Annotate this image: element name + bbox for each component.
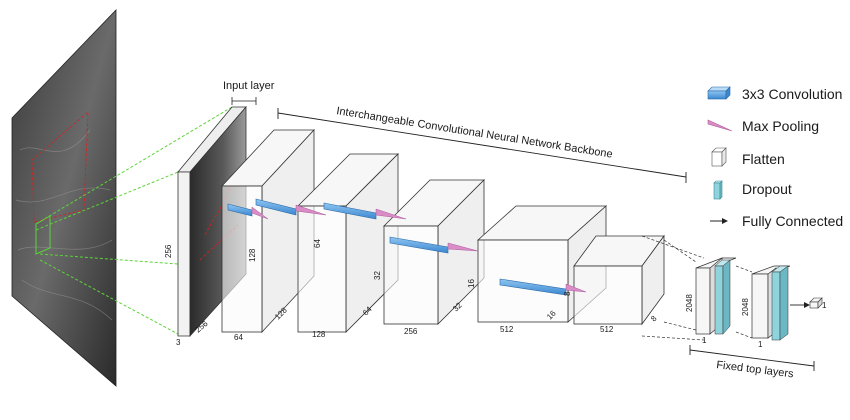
dropout-slab: [771, 271, 781, 341]
conv-block-5: [573, 234, 665, 326]
output-node: [809, 297, 823, 309]
block-front-face: [477, 239, 569, 323]
block-4-height: 16: [467, 279, 476, 288]
block-front-face: [297, 205, 347, 333]
convolution-icon: [707, 86, 731, 100]
dense-2-units: 2048: [741, 298, 750, 316]
dropout-slab: [714, 265, 724, 335]
flatten-icon: [711, 147, 727, 167]
input-layer-label: Input layer: [223, 80, 275, 92]
legend: 3x3 Convolution Max Pooling Flatten Drop…: [707, 86, 843, 229]
dense-1-bottom: 1: [702, 336, 707, 345]
fixed-top-bracket: [689, 345, 815, 371]
conv-block-3: [383, 179, 485, 325]
block-2-height: 64: [313, 239, 322, 248]
conv-bar-4: [389, 236, 449, 254]
input-channels-label: 3: [176, 338, 181, 347]
pool-wedge-2: [295, 204, 327, 216]
block-5-height: 8: [563, 291, 572, 296]
dense-layers: [641, 235, 823, 341]
input-height-label: 256: [164, 244, 173, 258]
legend-label-convolution: 3x3 Convolution: [742, 86, 842, 102]
legend-label-dropout: Dropout: [742, 181, 792, 197]
output-units: 1: [822, 301, 827, 310]
legend-label-max-pooling: Max Pooling: [742, 118, 819, 134]
block-4-channels: 512: [500, 325, 514, 334]
conv-bar-5: [499, 278, 567, 296]
block-2-channels: 128: [312, 330, 326, 339]
dense-2-bottom: 1: [758, 340, 763, 349]
conv-bar-1: [227, 203, 253, 217]
dense-1-units: 2048: [685, 294, 694, 312]
pool-wedge-3: [375, 208, 407, 220]
dense-layer-1: [695, 257, 737, 335]
block-1-height: 128: [248, 248, 257, 262]
block-5-depth: 8: [649, 314, 659, 324]
legend-label-flatten: Flatten: [742, 151, 785, 167]
backbone-label: Interchangeable Convolutional Neural Net…: [336, 105, 614, 161]
source-image: [11, 9, 117, 387]
block-3-channels: 256: [404, 327, 418, 336]
pool-wedge-4: [447, 242, 479, 252]
conv-block-4: [476, 205, 608, 323]
projection-lines: [35, 106, 233, 335]
dense-layer-2: [751, 265, 791, 341]
dropout-icon: [713, 180, 723, 200]
block-front-face: [573, 265, 643, 325]
conv-bar-3: [323, 202, 377, 220]
pool-wedge-5: [565, 283, 587, 293]
block-3-height: 32: [373, 271, 382, 280]
fully-connected-icon: [710, 218, 728, 224]
conv-bar-2: [255, 198, 297, 216]
block-5-channels: 512: [600, 325, 614, 334]
block-1-channels: 64: [234, 333, 243, 342]
pool-wedge-1: [251, 206, 269, 220]
backbone-bracket: [277, 108, 687, 183]
input-layer-bracket: [231, 97, 257, 105]
legend-label-fully-connected: Fully Connected: [742, 213, 843, 229]
max-pooling-icon: [707, 119, 733, 132]
